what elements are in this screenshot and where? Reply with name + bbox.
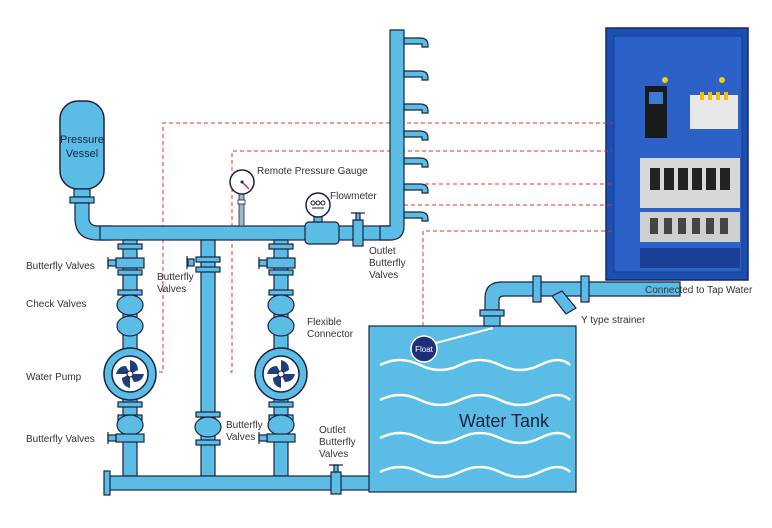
signal-line-1: [159, 122, 612, 373]
butterfly-valve-top-2: [186, 256, 195, 269]
check-valve-1: [116, 294, 144, 337]
signal-lines: [159, 122, 612, 373]
flowmeter: [304, 192, 340, 245]
control-cabinet: [605, 27, 749, 281]
riser-taps: [403, 37, 429, 222]
top-header-pipe: [99, 225, 393, 241]
label-butterfly-valves-left-top: Butterfly Valves: [26, 261, 95, 272]
label-tap-water: Connected to Tap Water: [645, 285, 753, 296]
riser-elbow: [379, 29, 405, 241]
label-flexible-connector-1: Flexible: [307, 317, 342, 328]
label-butterfly-valves-bottom-mid-1: Butterfly: [226, 420, 263, 431]
lower-valve-3: [258, 414, 296, 444]
pressure-vessel-label-2: Vessel: [66, 148, 98, 160]
water-tank: Water Tank: [368, 325, 577, 493]
label-remote-pressure-gauge: Remote Pressure Gauge: [257, 166, 368, 177]
label-flexible-connector-2: Connector: [307, 329, 354, 340]
label-outlet-butterfly-bottom-2: Butterfly: [319, 437, 356, 448]
butterfly-valve-top-3: [258, 257, 296, 269]
water-pump-3: [254, 347, 308, 401]
label-outlet-butterfly-top-3: Valves: [369, 270, 398, 281]
pressure-vessel: Pressure Vessel: [59, 100, 105, 204]
butterfly-valve-top-1: [107, 257, 145, 269]
water-pump-1: [103, 347, 157, 401]
water-tank-label: Water Tank: [459, 411, 550, 431]
label-water-pump: Water Pump: [26, 372, 82, 383]
lower-valve-1: [107, 414, 145, 444]
tank-inlet: [479, 309, 505, 327]
label-butterfly-valves-mid-1: Butterfly: [157, 272, 194, 283]
signal-line-2: [230, 150, 612, 373]
label-outlet-butterfly-bottom-1: Outlet: [319, 425, 346, 436]
label-butterfly-valves-mid-2: Valves: [157, 284, 186, 295]
outlet-butterfly-valve-top: [351, 212, 365, 247]
label-butterfly-valves-left-bottom: Butterfly Valves: [26, 434, 95, 445]
label-outlet-butterfly-top-1: Outlet: [369, 246, 396, 257]
pressure-vessel-label-1: Pressure: [60, 134, 104, 146]
label-butterfly-valves-bottom-mid-2: Valves: [226, 432, 255, 443]
label-flowmeter: Flowmeter: [330, 191, 377, 202]
label-outlet-butterfly-bottom-3: Valves: [319, 449, 348, 460]
check-valve-3: [267, 294, 295, 337]
label-y-type-strainer: Y type strainer: [581, 315, 646, 326]
label-outlet-butterfly-top-2: Butterfly: [369, 258, 406, 269]
remote-pressure-gauge: [229, 169, 255, 227]
outlet-butterfly-valve-bottom: [329, 464, 343, 495]
labels: Remote Pressure Gauge Flowmeter Outlet B…: [26, 166, 753, 460]
y-type-strainer: [532, 275, 590, 315]
signal-line-5: [422, 230, 612, 340]
lower-valve-2: [194, 416, 222, 438]
label-check-valves: Check Valves: [26, 299, 86, 310]
float-label: Float: [415, 345, 434, 354]
float: Float: [410, 327, 494, 363]
